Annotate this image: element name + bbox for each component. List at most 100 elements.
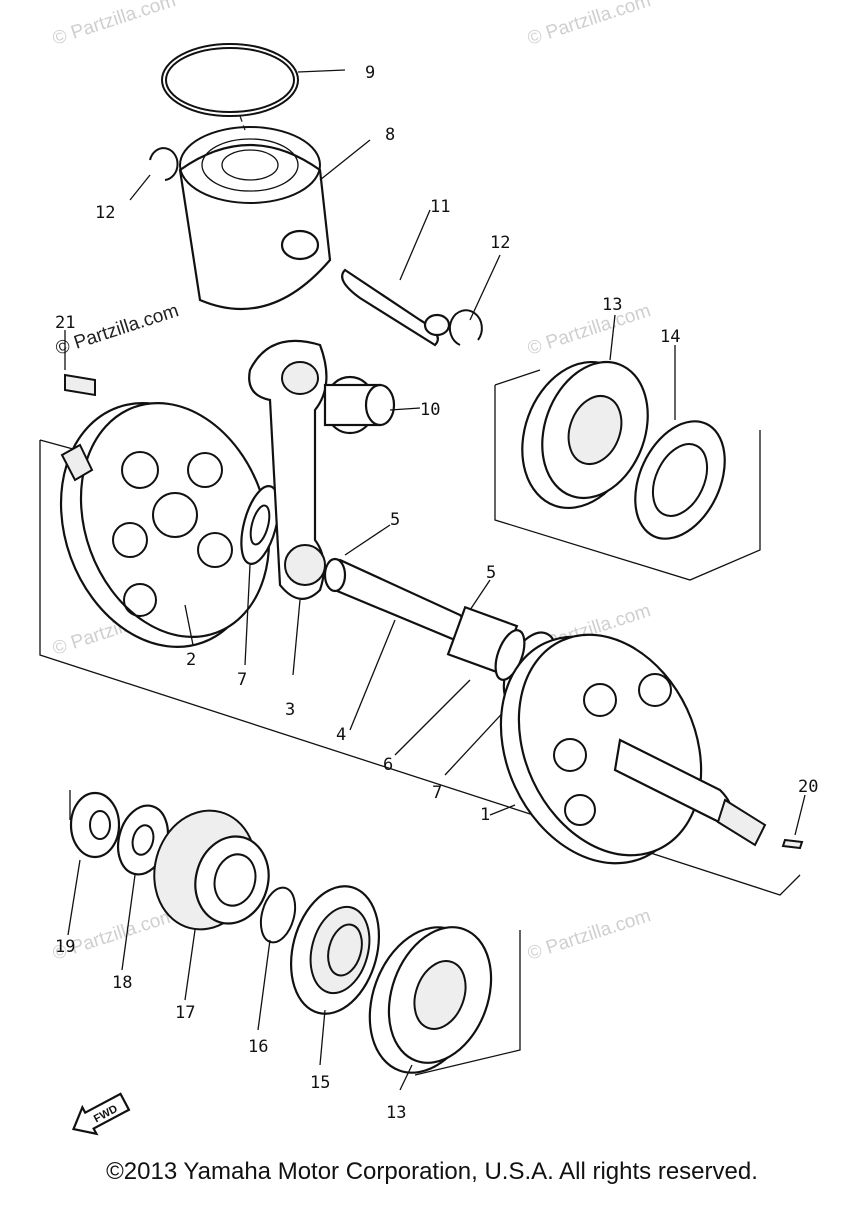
- main-bearing-top-part: [521, 314, 649, 510]
- group-outlines: [39, 369, 801, 1076]
- left-flywheel: [79, 402, 271, 638]
- roller-bearing-part: [289, 885, 381, 1066]
- leader-16: [257, 939, 271, 1031]
- bearing-bottom-bore: [413, 960, 467, 1030]
- gear-hub: [194, 835, 270, 925]
- leader-8: [319, 139, 371, 181]
- bearing-group-outline-top: [494, 369, 541, 386]
- circlip-left: [149, 147, 179, 181]
- leader-19: [67, 859, 81, 936]
- callout-14: 14: [660, 327, 680, 347]
- circlip-part: [129, 147, 501, 346]
- left-shaft-end: [60, 443, 94, 482]
- leader-1: [489, 804, 516, 816]
- nut-body: [69, 791, 121, 859]
- piston-crown-ring: [221, 149, 279, 181]
- callout-8: 8: [385, 125, 395, 145]
- callout-3: 3: [285, 700, 295, 720]
- flywheel-hole: [564, 794, 596, 826]
- nut-part: [67, 791, 121, 936]
- small-end-bearing-part: [323, 375, 421, 435]
- flywheel-hole: [187, 452, 223, 488]
- leader-7a: [244, 564, 251, 666]
- fwd-arrow-icon: FWD: [71, 1092, 131, 1136]
- callout-12b: 12: [490, 233, 510, 253]
- conrod-big-end: [284, 544, 326, 586]
- piston-part: [178, 126, 371, 311]
- callout-13a: 13: [602, 295, 622, 315]
- piston-crown-ring: [201, 138, 299, 192]
- piston-pin-part: [341, 209, 451, 347]
- leader-13b: [399, 1064, 413, 1091]
- conrod-small-end: [281, 361, 319, 395]
- callout-19: 19: [55, 937, 75, 957]
- leader-7b: [444, 704, 511, 776]
- main-bearing-bottom-part: [368, 926, 493, 1091]
- leader-9: [297, 69, 346, 73]
- circlip-right: [448, 309, 483, 346]
- flywheel-hole: [123, 583, 157, 617]
- piston-pin-body: [341, 268, 439, 347]
- callout-1: 1: [480, 805, 490, 825]
- callout-17: 17: [175, 1003, 195, 1023]
- snap-ring-part: [257, 886, 297, 1031]
- washer-bore: [131, 824, 155, 856]
- leader-20: [794, 794, 806, 836]
- piston-ring-inner: [165, 47, 295, 113]
- leader-4: [349, 619, 396, 731]
- flywheel-hole: [583, 683, 617, 717]
- watermark: © Partzilla.com: [50, 0, 178, 50]
- callout-9: 9: [365, 63, 375, 83]
- key-body: [64, 373, 96, 397]
- oil-seal-inner: [651, 443, 709, 517]
- right-crank-half-part: [489, 633, 767, 865]
- bearing-group-outline: [494, 385, 761, 581]
- flywheel-hole: [553, 738, 587, 772]
- roller-bearing-cage: [309, 905, 371, 995]
- washer-left-hole: [249, 504, 271, 546]
- leader-2: [184, 604, 194, 646]
- callout-6: 6: [383, 755, 393, 775]
- flywheel-hole: [152, 492, 198, 538]
- flywheel-hole: [638, 673, 672, 707]
- callout-18: 18: [112, 973, 132, 993]
- lock-washer-part: [117, 804, 169, 971]
- leader-5a: [344, 524, 391, 556]
- leader-3: [292, 599, 301, 676]
- big-end-bearing-part: [394, 605, 526, 756]
- flywheel-hole: [121, 451, 159, 489]
- crank-pin-end: [323, 557, 347, 593]
- callout-7b: 7: [432, 783, 442, 803]
- callout-5b: 5: [486, 563, 496, 583]
- flywheel-hole: [112, 522, 148, 558]
- watermark: © Partzilla.com: [525, 905, 653, 965]
- fwd-arrow-shape: [71, 1092, 131, 1136]
- gear-group-outline-right: [414, 930, 521, 1076]
- oil-seal-part: [634, 345, 726, 540]
- watermark: © Partzilla.com: [525, 300, 653, 360]
- callout-11: 11: [430, 197, 450, 217]
- callout-15: 15: [310, 1073, 330, 1093]
- woodruff-key-part: [64, 330, 96, 397]
- leader-6: [394, 679, 471, 756]
- leader-12b: [469, 254, 501, 321]
- flywheel-hole: [197, 532, 233, 568]
- callout-12a: 12: [95, 203, 115, 223]
- callout-7a: 7: [237, 670, 247, 690]
- piston-pin-boss: [280, 229, 320, 261]
- callout-21: 21: [55, 313, 75, 333]
- piston-ring-outer: [161, 43, 299, 117]
- leader-13a: [609, 314, 616, 361]
- piston-pin-end: [423, 313, 451, 337]
- leader-12a: [129, 174, 151, 201]
- leader-18: [121, 874, 136, 971]
- watermark: © Partzilla.com: [525, 0, 653, 50]
- gear-bore: [213, 853, 257, 907]
- connecting-rod-part: [248, 339, 328, 676]
- callout-labels: 1 2 3 4 5 5 6 7 7 8 9 10 11 12 12 13 13 …: [55, 63, 818, 1123]
- left-crank-half-part: [59, 402, 271, 648]
- needle-bearing-face: [364, 383, 396, 427]
- callout-2: 2: [186, 650, 196, 670]
- piston-ring-part: [161, 43, 346, 131]
